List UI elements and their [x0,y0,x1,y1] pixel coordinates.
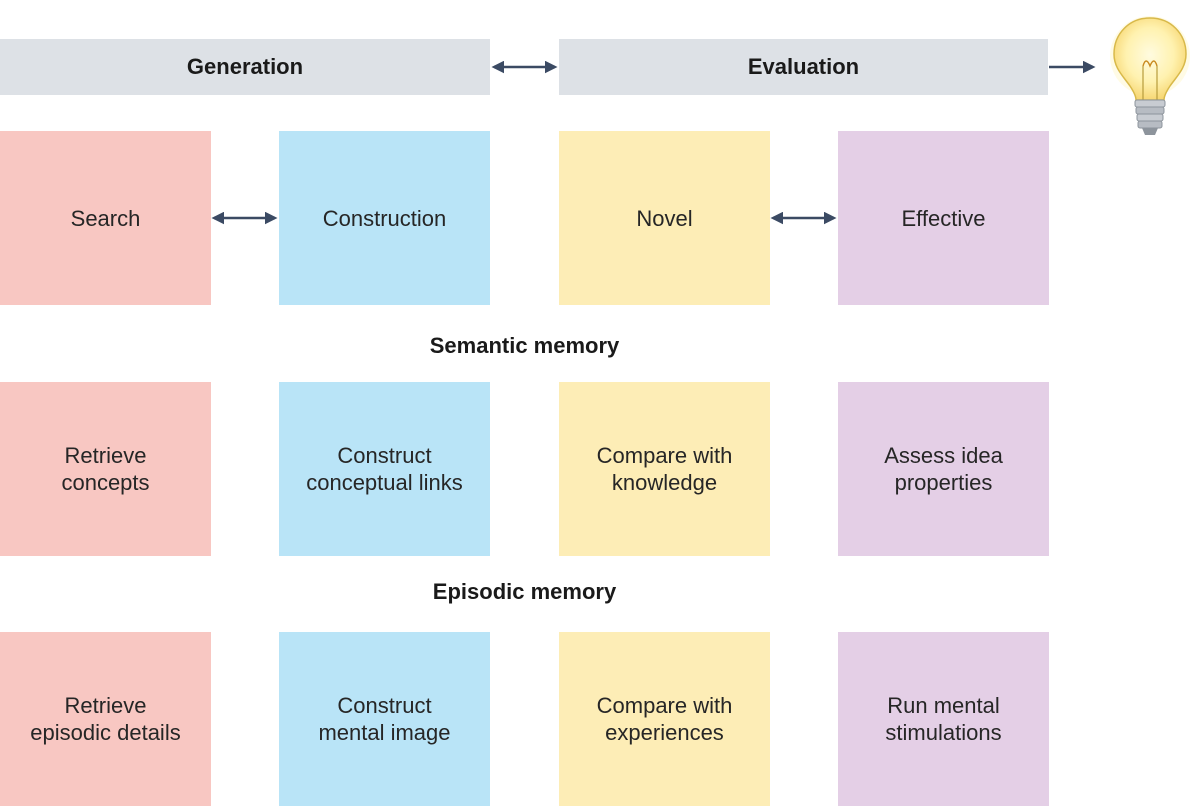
text-line: Compare with [596,443,733,468]
retrieve-episodic-details-text: Retrieve episodic details [24,692,186,746]
text-line: Run mental [887,693,1000,718]
text-line: Construct [337,443,432,468]
text-line: Assess idea [884,443,1003,468]
construct-mental-image-text: Construct mental image [312,692,456,746]
text-line: conceptual links [306,470,463,495]
generation-label: Generation [186,54,304,79]
compare-with-knowledge-text: Compare with knowledge [591,442,739,496]
construct-conceptual-links-text: Construct conceptual links [300,442,469,496]
retrieve-concepts-box: Retrieve concepts [0,382,211,556]
generation-band: Generation [0,39,490,95]
construction-box: Construction [279,131,490,305]
search-box: Search [0,131,211,305]
novel-label: Novel [636,205,693,231]
lightbulb-icon [1110,16,1190,135]
text-line: knowledge [611,470,718,495]
assess-idea-properties-text: Assess idea properties [878,442,1009,496]
retrieve-episodic-details-box: Retrieve episodic details [0,632,211,806]
text-line: Retrieve [64,693,147,718]
retrieve-concepts-text: Retrieve concepts [55,442,155,496]
compare-with-knowledge-box: Compare with knowledge [559,382,770,556]
construct-mental-image-box: Construct mental image [279,632,490,806]
search-label: Search [70,205,141,231]
novel-box: Novel [559,131,770,305]
episodic-memory-label: Episodic memory [432,579,617,604]
construction-label: Construction [322,205,447,231]
assess-idea-properties-box: Assess idea properties [838,382,1049,556]
text-line: stimulations [885,720,1002,745]
semantic-memory-label: Semantic memory [429,333,620,358]
compare-with-experiences-box: Compare with experiences [559,632,770,806]
effective-box: Effective [838,131,1049,305]
text-line: mental image [318,720,451,745]
text-line: Construct [337,693,432,718]
evaluation-band: Evaluation [559,39,1048,95]
compare-with-experiences-text: Compare with experiences [591,692,739,746]
text-line: Retrieve [64,443,147,468]
construct-conceptual-links-box: Construct conceptual links [279,382,490,556]
text-line: properties [894,470,993,495]
text-line: Compare with [596,693,733,718]
run-mental-stimulations-box: Run mental stimulations [838,632,1049,806]
effective-label: Effective [901,205,986,231]
text-line: experiences [605,720,724,745]
text-line: episodic details [30,720,181,745]
text-line: concepts [61,470,150,495]
evaluation-label: Evaluation [747,54,860,79]
run-mental-stimulations-text: Run mental stimulations [879,692,1007,746]
